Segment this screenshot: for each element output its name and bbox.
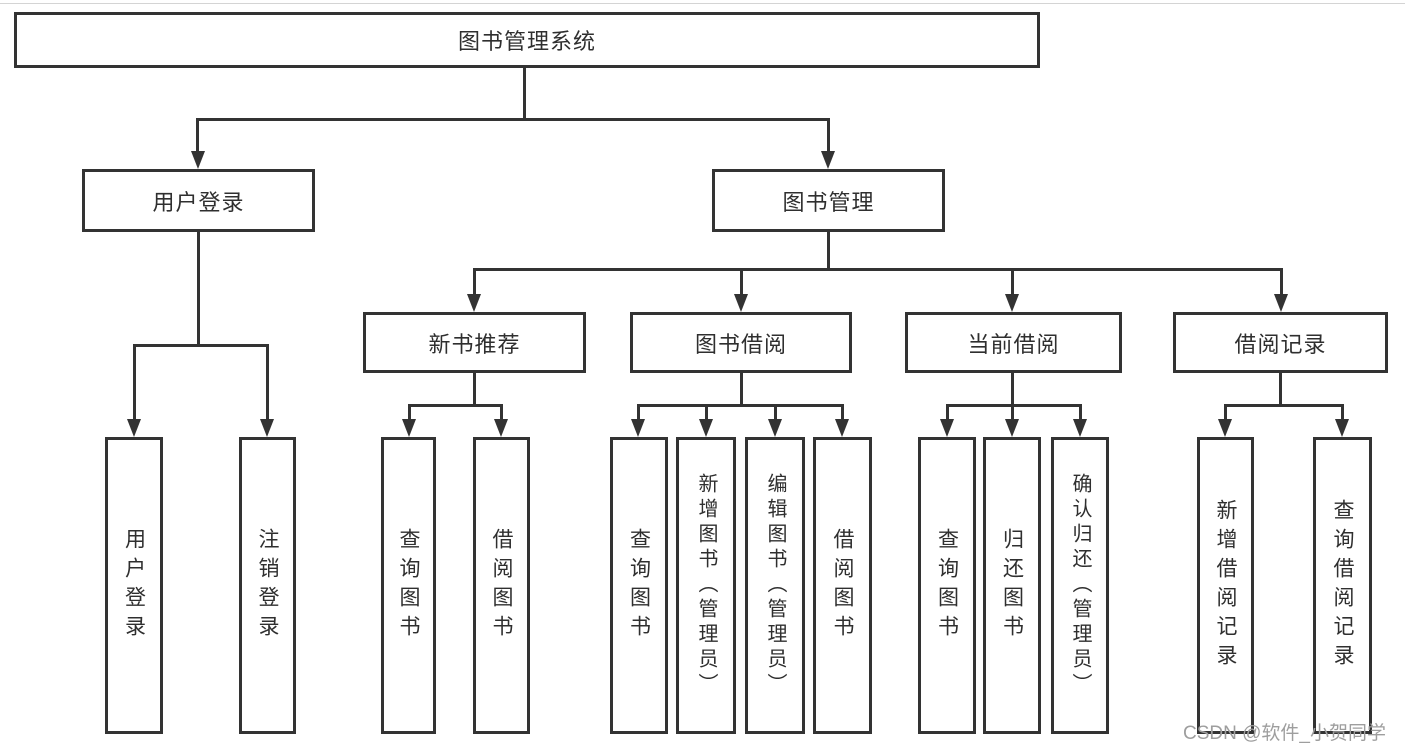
arrow-down-edit-books [768,419,782,437]
leaf-return-books-label: 归还图书 [1000,527,1024,644]
leaf-return-books: 归还图书 [983,437,1041,734]
arrow-down-borrow-books-1 [494,419,508,437]
arrow-down-book-borrowing [734,294,748,312]
connector-current-borrowing-bar [946,404,1082,407]
connector-drop-query-books-1 [408,404,411,422]
node-book-borrowing-label: 图书借阅 [694,331,787,357]
arrow-down-current-borrowing [1005,294,1019,312]
connector-drop-add-books [705,404,708,422]
connector-drop-book-borrowing [740,268,743,298]
node-library-system: 图书管理系统 [14,12,1040,68]
arrow-down-user-login [191,151,205,169]
connector-drop-leaf-logout [266,344,269,422]
connector-drop-current-borrowing [1011,268,1014,298]
arrow-down-add-borrow-record [1218,419,1232,437]
arrow-down-borrow-records [1274,294,1288,312]
leaf-query-books-current-label: 查询图书 [935,527,959,644]
connector-drop-edit-books [774,404,777,422]
connector-user-login-stem [197,232,200,347]
arrow-down-book-management [821,151,835,169]
leaf-query-books-borrowing: 查询图书 [610,437,668,734]
node-borrow-records-label: 借阅记录 [1234,331,1327,357]
connector-drop-borrow-books-2 [841,404,844,422]
leaf-user-login-label: 用户登录 [122,527,146,644]
arrow-down-return-books [1005,419,1019,437]
csdn-watermark: CSDN @软件_小贺同学 [1183,723,1386,744]
connector-drop-leaf-user-login [133,344,136,422]
node-current-borrowing: 当前借阅 [905,312,1122,373]
connector-drop-confirm-return [1079,404,1082,422]
leaf-logout-label: 注销登录 [256,527,279,644]
leaf-user-login: 用户登录 [105,437,163,734]
leaf-query-books-recommend-label: 查询图书 [397,527,420,644]
node-current-borrowing-label: 当前借阅 [967,331,1060,357]
leaf-borrow-books-recommend-label: 借阅图书 [490,527,513,644]
connector-drop-borrow-books-1 [500,404,503,422]
leaf-borrow-books-recommend: 借阅图书 [473,437,530,734]
leaf-query-books-borrowing-label: 查询图书 [627,527,651,644]
arrow-down-borrow-books-2 [835,419,849,437]
node-book-management: 图书管理 [712,169,945,232]
arrow-down-confirm-return [1073,419,1087,437]
leaf-confirm-return-admin: 确认归还（管理员） [1051,437,1109,734]
node-user-login: 用户登录 [82,169,315,232]
node-library-system-label: 图书管理系统 [457,29,596,54]
connector-drop-book-management [827,118,830,154]
leaf-borrow-books-borrowing: 借阅图书 [813,437,872,734]
arrow-down-new-book [467,294,481,312]
leaf-query-books-current: 查询图书 [918,437,976,734]
leaf-borrow-books-borrowing-label: 借阅图书 [831,527,854,644]
connector-new-book-stem [473,373,476,407]
connector-drop-user-login [196,118,199,154]
node-borrow-records: 借阅记录 [1173,312,1388,373]
leaf-add-books-admin-label: 新增图书（管理员） [695,473,717,698]
leaf-query-borrow-record-label: 查询借阅记录 [1331,498,1354,673]
leaf-query-books-recommend: 查询图书 [381,437,436,734]
connector-drop-add-borrow-record [1224,404,1227,422]
leaf-edit-books-admin-label: 编辑图书（管理员） [764,473,786,698]
leaf-query-borrow-record: 查询借阅记录 [1313,437,1372,734]
arrow-down-leaf-user-login [127,419,141,437]
leaf-edit-books-admin: 编辑图书（管理员） [745,437,805,734]
connector-borrow-records-bar [1224,404,1344,407]
leaf-logout: 注销登录 [239,437,296,734]
arrow-down-leaf-logout [260,419,274,437]
connector-drop-new-book [473,268,476,298]
connector-root-bar [197,118,830,121]
node-user-login-label: 用户登录 [152,189,245,215]
connector-user-login-bar [133,344,269,347]
connector-current-borrowing-stem [1011,373,1014,407]
node-new-book-recommend: 新书推荐 [363,312,586,373]
page-top-divider [0,3,1405,4]
connector-book-management-stem [827,232,830,271]
connector-drop-query-books-3 [946,404,949,422]
connector-book-borrowing-bar [637,404,844,407]
arrow-down-query-books-1 [402,419,416,437]
leaf-add-borrow-record-label: 新增借阅记录 [1214,498,1237,673]
connector-drop-return-books [1011,404,1014,422]
leaf-confirm-return-admin-label: 确认归还（管理员） [1069,473,1091,698]
arrow-down-query-books-2 [631,419,645,437]
connector-drop-borrow-records [1280,268,1283,298]
leaf-add-borrow-record: 新增借阅记录 [1197,437,1254,734]
arrow-down-add-books [699,419,713,437]
connector-level3-bar [473,268,1283,271]
connector-borrow-records-stem [1279,373,1282,407]
node-book-borrowing: 图书借阅 [630,312,852,373]
node-new-book-recommend-label: 新书推荐 [428,331,521,357]
arrow-down-query-books-3 [940,419,954,437]
leaf-add-books-admin: 新增图书（管理员） [676,437,736,734]
node-book-management-label: 图书管理 [782,189,875,215]
arrow-down-query-borrow-record [1335,419,1349,437]
connector-drop-query-borrow-record [1341,404,1344,422]
connector-new-book-bar [408,404,503,407]
connector-book-borrowing-stem [740,373,743,407]
connector-drop-query-books-2 [637,404,640,422]
connector-root-stem [523,68,526,120]
